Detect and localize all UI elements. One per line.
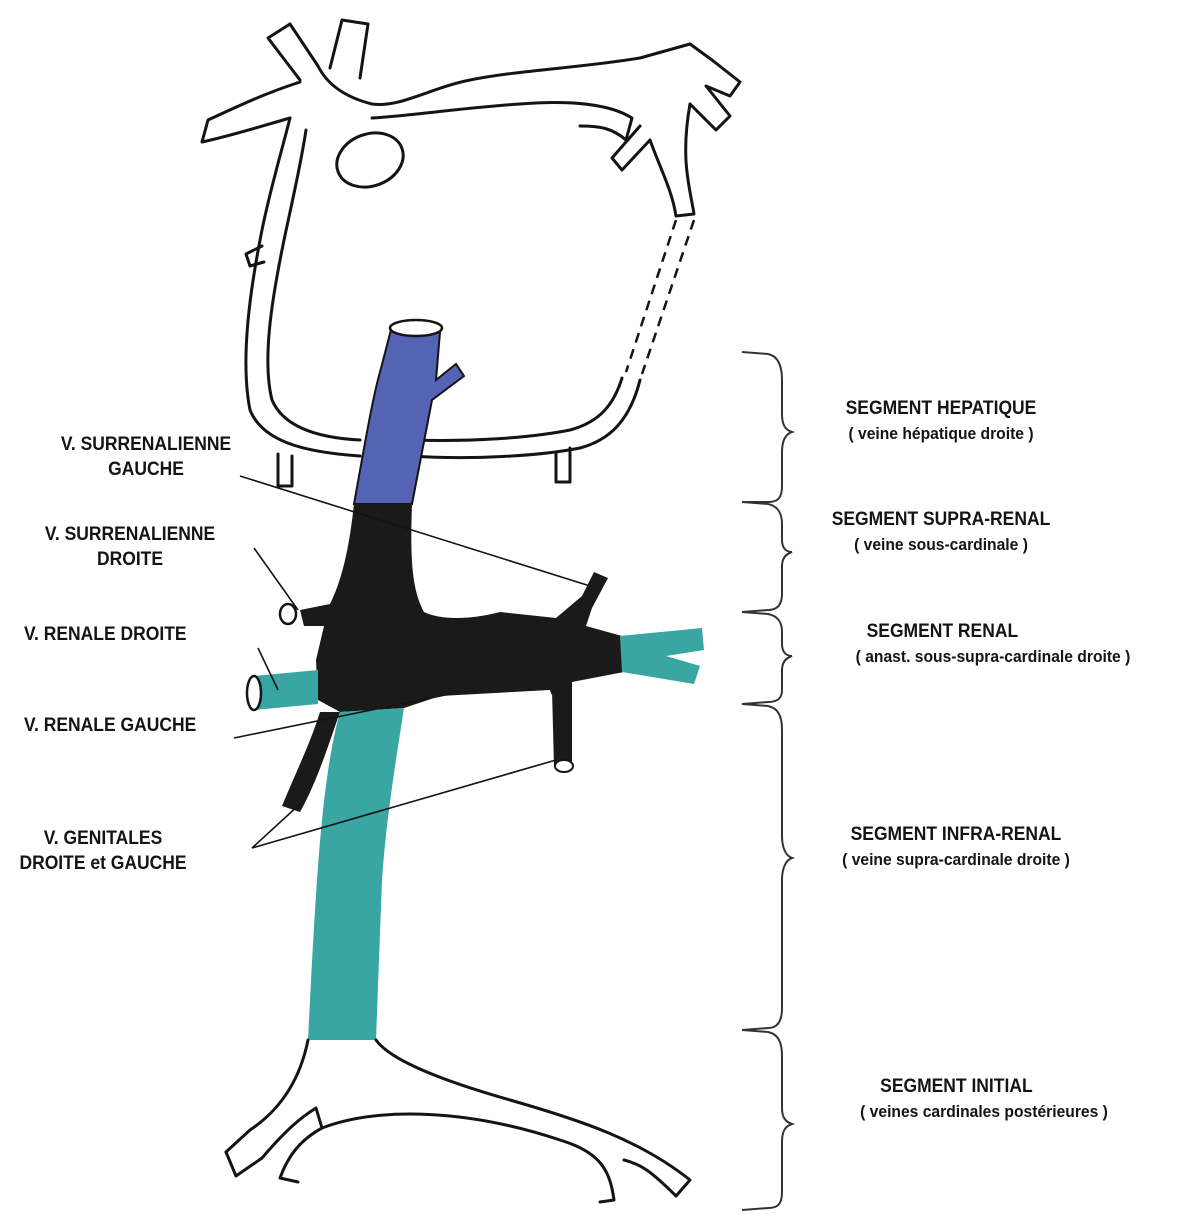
initial-left-cap <box>226 1152 262 1176</box>
top-stub-left <box>268 24 318 80</box>
ring-bottom-outer <box>412 380 640 458</box>
label-renale-droite: V. RENALE DROITE <box>24 622 187 647</box>
segment-initial: SEGMENT INITIAL ( veines cardinales post… <box>822 1074 1146 1124</box>
initial-segment <box>226 1040 690 1202</box>
oval-chamber <box>329 124 411 196</box>
top-stub-right <box>330 20 368 78</box>
ring-left-inner <box>268 130 360 440</box>
ring-left-outer <box>246 118 360 456</box>
upper-bar-bottom <box>372 103 632 140</box>
label-surrenale-gauche: V. SURRENALIENNE GAUCHE <box>45 432 247 482</box>
hepatic-segment <box>354 320 464 504</box>
label-renale-gauche: V. RENALE GAUCHE <box>24 713 196 738</box>
initial-left-outer <box>226 1040 308 1152</box>
label-surrenale-droite: V. SURRENALIENNE DROITE <box>29 522 231 572</box>
segment-renal: SEGMENT RENAL ( anast. sous-supra-cardin… <box>815 619 1170 669</box>
segment-supra-renal: SEGMENT SUPRA-RENAL ( veine sous-cardina… <box>811 507 1070 557</box>
initial-middle <box>322 1114 614 1202</box>
segment-infra-renal: SEGMENT INFRA-RENAL ( veine supra-cardin… <box>812 822 1099 872</box>
upper-venous-ring <box>202 20 740 486</box>
right-descend <box>650 104 694 216</box>
initial-left-inner <box>262 1108 322 1182</box>
right-fork <box>690 44 740 130</box>
label-genitales: V. GENITALES DROITE et GAUCHE <box>8 826 198 876</box>
upper-bar-top <box>318 44 690 105</box>
initial-right-outer <box>376 1040 690 1196</box>
segment-braces <box>742 352 792 1210</box>
segment-hepatique: SEGMENT HEPATIQUE ( veine hépatique droi… <box>811 396 1070 446</box>
ring-stub-left <box>278 454 292 486</box>
